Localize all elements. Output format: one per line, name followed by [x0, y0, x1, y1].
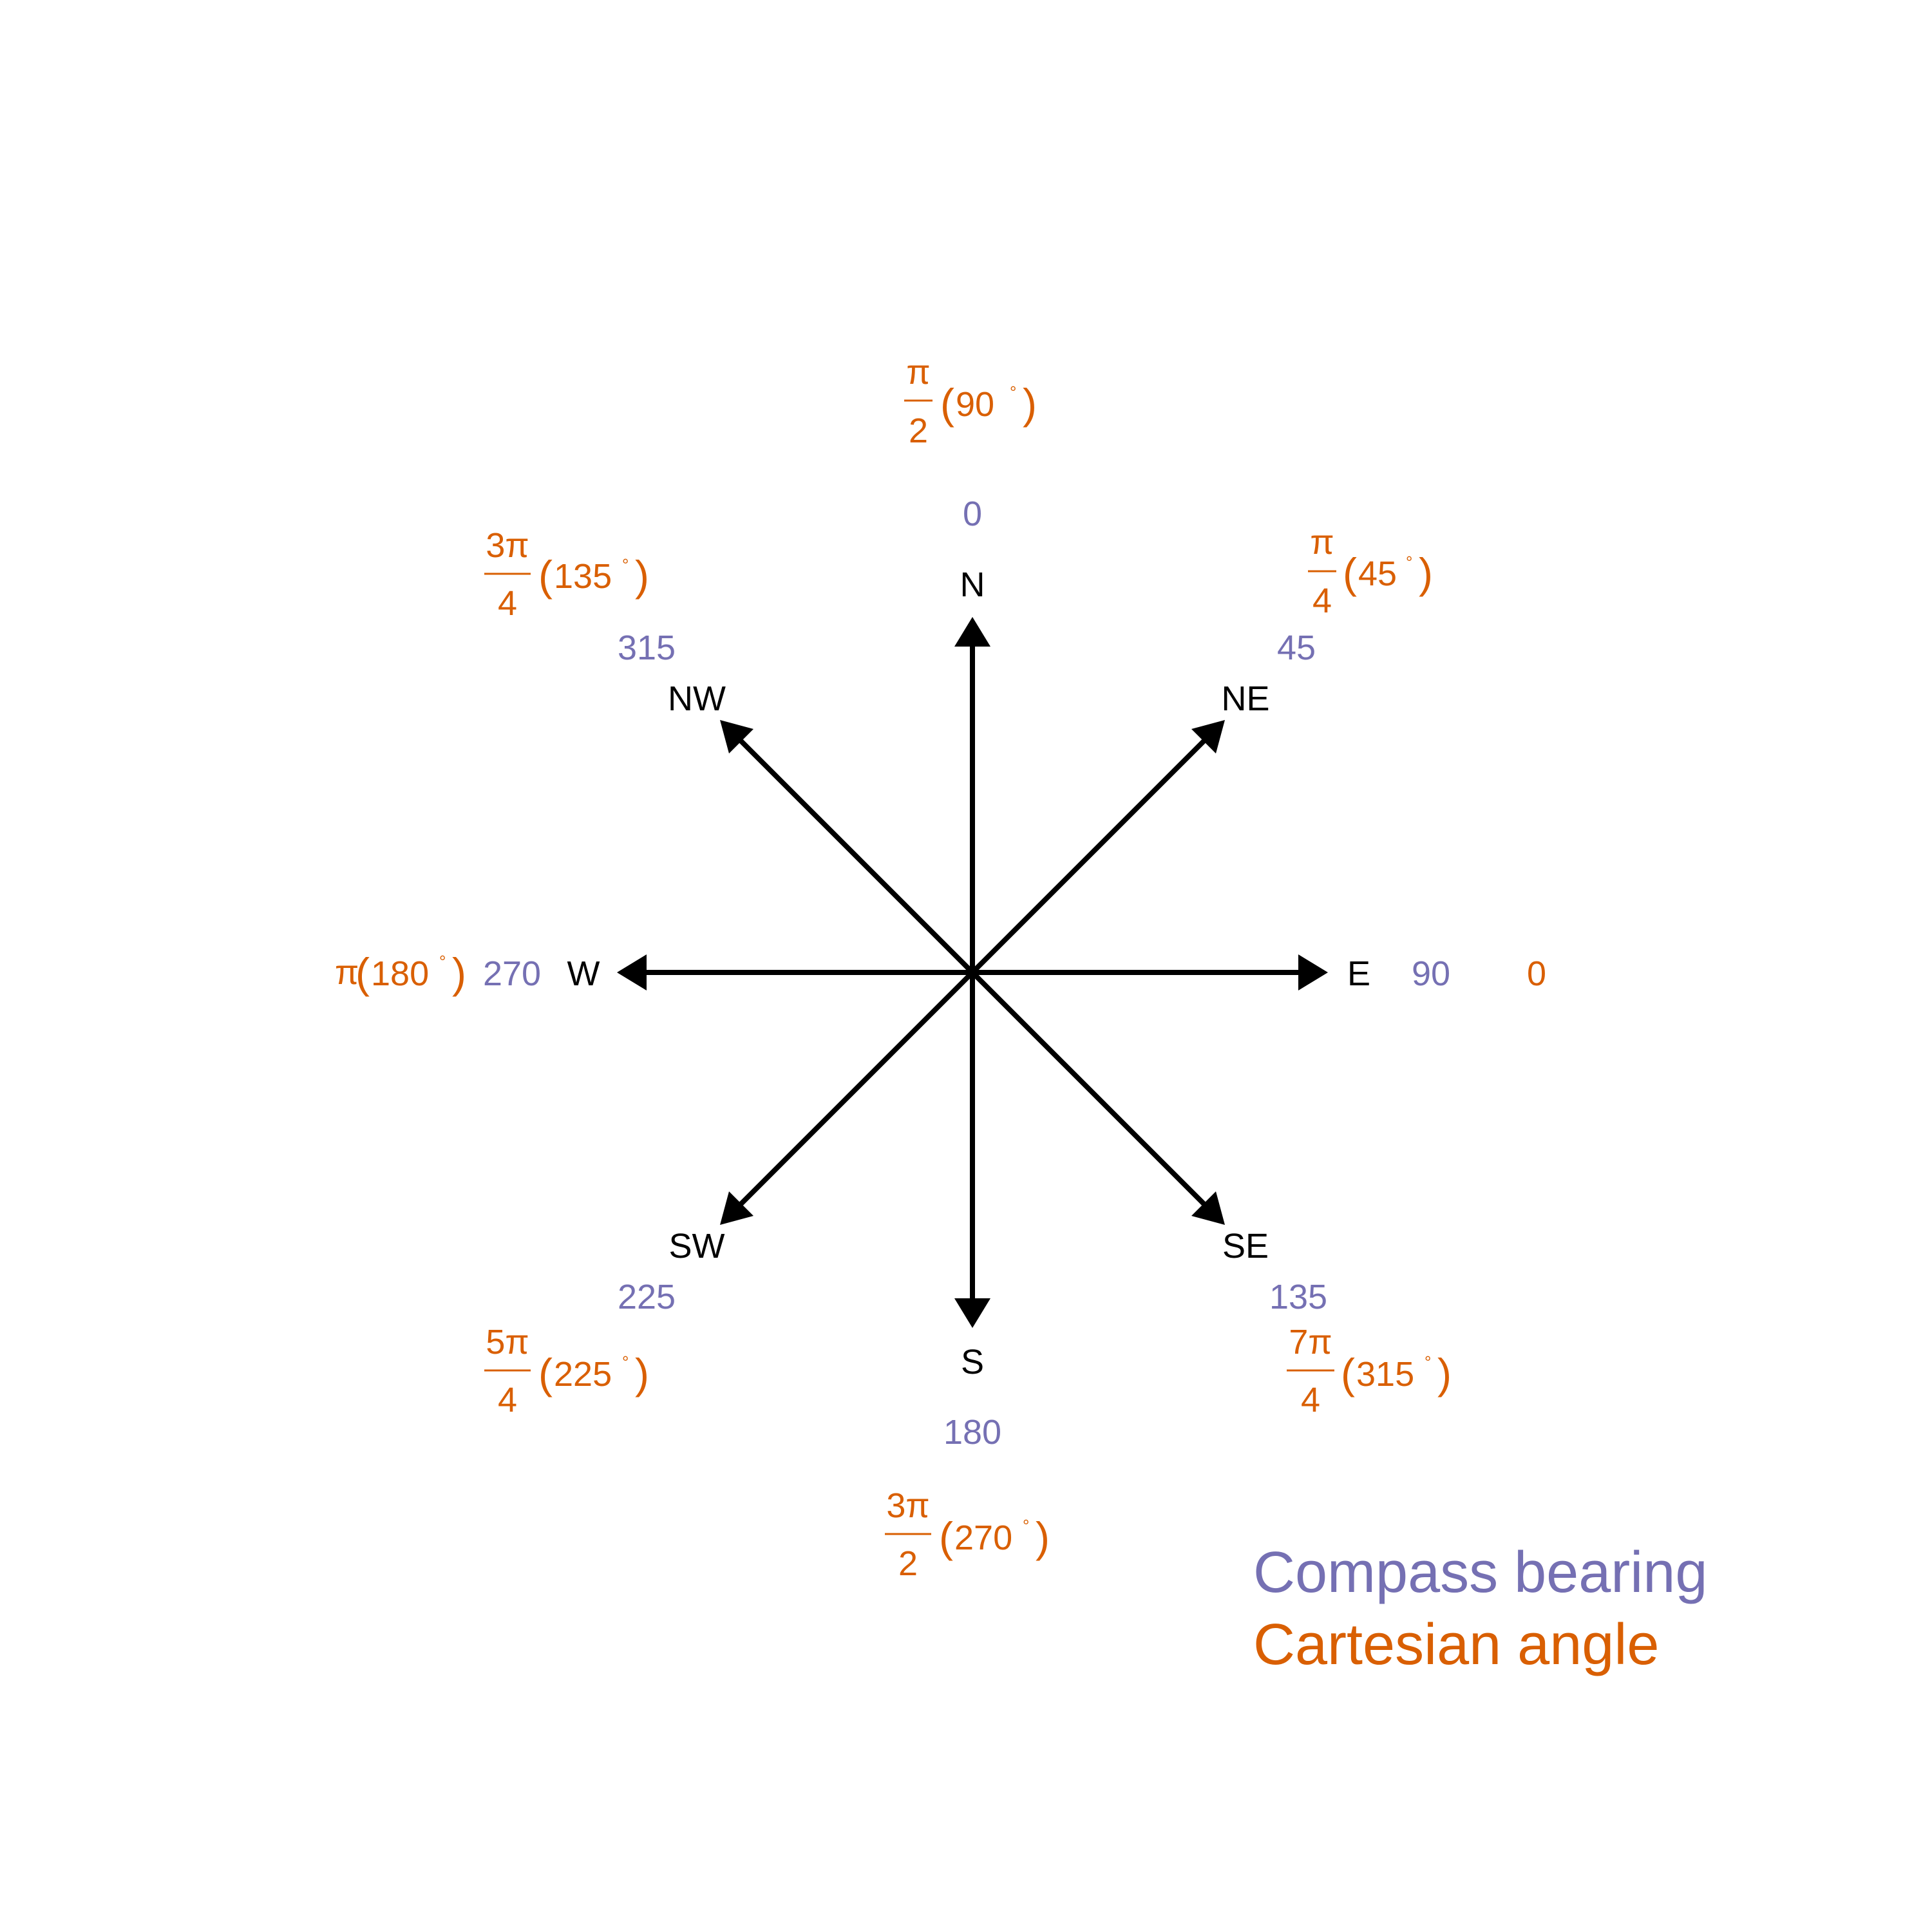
degree-symbol-nw: ° [622, 555, 629, 574]
angle-degrees-w: 180 [371, 954, 429, 993]
open-paren-n: ( [940, 380, 954, 428]
open-paren-nw: ( [538, 552, 553, 600]
angle-label-n: π 2 ( 90 ° ) [904, 353, 1037, 450]
bearing-value-w: 270 [483, 954, 541, 993]
angle-degrees-n: 90 [956, 385, 994, 424]
arrowhead-southeast [1191, 1191, 1225, 1225]
arrowhead-northwest [720, 720, 753, 753]
direction-labels: N NE E SE S SW W NW [567, 565, 1371, 1381]
arrowhead-south [954, 1298, 990, 1328]
open-paren-ne: ( [1343, 549, 1357, 597]
angle-denominator-sw: 4 [498, 1381, 517, 1419]
angle-label-se: 7π 4 ( 315 ° ) [1287, 1323, 1452, 1419]
angle-label-nw: 3π 4 ( 135 ° ) [484, 526, 649, 623]
angle-denominator-ne: 4 [1312, 582, 1332, 620]
angle-denominator-se: 4 [1301, 1381, 1320, 1419]
angle-label-ne: π 4 ( 45 ° ) [1308, 523, 1433, 620]
angle-degrees-se: 315 [1356, 1355, 1414, 1394]
angle-numerator-n: π [906, 353, 930, 392]
angle-numerator-se: 7π [1289, 1323, 1332, 1361]
angle-label-sw: 5π 4 ( 225 ° ) [484, 1323, 649, 1419]
close-paren-sw: ) [635, 1350, 649, 1397]
close-paren-s: ) [1036, 1513, 1050, 1561]
arrow-southwest [735, 971, 974, 1210]
close-paren-ne: ) [1419, 549, 1433, 597]
angle-denominator-nw: 4 [498, 584, 517, 623]
degree-symbol-sw: ° [622, 1352, 629, 1372]
direction-label-ne: NE [1221, 679, 1269, 718]
angle-numerator-sw: 5π [486, 1323, 529, 1361]
degree-symbol-w: ° [439, 952, 446, 971]
legend: Compass bearing Cartesian angle [1253, 1540, 1707, 1677]
bearing-value-se: 135 [1269, 1278, 1327, 1316]
angle-label-w: π ( 180 ° ) [335, 949, 466, 997]
open-paren-se: ( [1341, 1350, 1355, 1397]
angle-denominator-n: 2 [909, 412, 928, 450]
angle-degrees-nw: 135 [554, 557, 612, 596]
degree-symbol-n: ° [1010, 383, 1016, 402]
angle-value-e: 0 [1527, 954, 1546, 993]
angle-degrees-ne: 45 [1358, 554, 1397, 593]
arrow-northeast [971, 735, 1210, 974]
direction-label-sw: SW [669, 1227, 725, 1265]
compass-arrows [617, 617, 1328, 1328]
angle-numerator-ne: π [1310, 523, 1334, 562]
bearing-value-s: 180 [943, 1413, 1001, 1452]
angle-denominator-s: 2 [898, 1544, 918, 1583]
direction-label-e: E [1347, 954, 1370, 993]
bearing-value-ne: 45 [1277, 629, 1316, 667]
direction-label-w: W [567, 954, 600, 993]
open-paren-s: ( [939, 1513, 953, 1561]
direction-label-n: N [960, 565, 985, 604]
direction-label-se: SE [1222, 1227, 1269, 1265]
arrowhead-southwest [720, 1191, 753, 1225]
direction-label-nw: NW [668, 679, 726, 718]
open-paren-sw: ( [538, 1350, 553, 1397]
legend-cartesian-angle: Cartesian angle [1253, 1613, 1659, 1677]
direction-label-s: S [961, 1343, 984, 1381]
arrow-southeast [971, 971, 1210, 1210]
angle-numerator-s: 3π [886, 1486, 929, 1525]
arrow-northwest [735, 735, 974, 974]
close-paren-n: ) [1023, 380, 1037, 428]
bearing-value-sw: 225 [618, 1278, 676, 1316]
arrowhead-northeast [1191, 720, 1225, 753]
angle-labels: π 2 ( 90 ° ) π 4 ( 45 ° ) 0 7π 4 ( [335, 353, 1546, 1583]
arrowhead-north [954, 617, 990, 647]
legend-compass-bearing: Compass bearing [1253, 1540, 1707, 1605]
bearing-labels: 0 45 90 135 180 225 270 315 [483, 495, 1450, 1452]
open-paren-w: ( [355, 949, 370, 997]
angle-numerator-nw: 3π [486, 526, 529, 565]
bearing-value-e: 90 [1412, 954, 1450, 993]
bearing-value-nw: 315 [618, 629, 676, 667]
close-paren-nw: ) [635, 552, 649, 600]
degree-symbol-ne: ° [1406, 553, 1412, 572]
close-paren-w: ) [452, 949, 466, 997]
arrowhead-west [617, 954, 647, 990]
arrowhead-east [1298, 954, 1328, 990]
angle-label-e: 0 [1527, 954, 1546, 993]
angle-degrees-s: 270 [954, 1519, 1012, 1557]
angle-degrees-sw: 225 [554, 1355, 612, 1394]
degree-symbol-se: ° [1425, 1352, 1431, 1372]
angle-label-s: 3π 2 ( 270 ° ) [885, 1486, 1050, 1583]
bearing-value-n: 0 [963, 495, 982, 533]
close-paren-se: ) [1437, 1350, 1452, 1397]
angle-prefix-w: π [335, 953, 359, 992]
degree-symbol-s: ° [1023, 1516, 1029, 1535]
